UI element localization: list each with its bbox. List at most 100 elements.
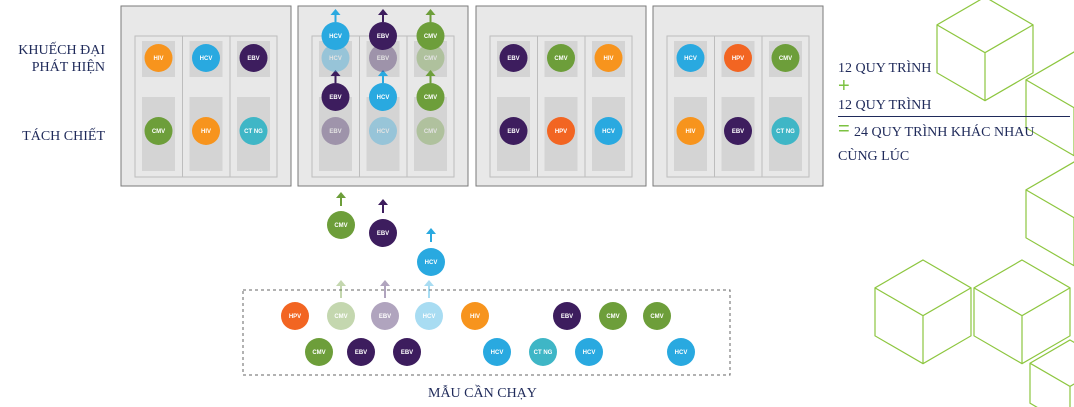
queue-dot: CMV	[643, 302, 671, 330]
cube-outline	[936, 0, 1034, 102]
cube-outline	[1025, 51, 1074, 157]
queue-dot: CMV	[327, 302, 355, 330]
top-slot-dot: HIV	[594, 44, 623, 72]
svg-text:CMV: CMV	[312, 350, 325, 356]
svg-text:HCV: HCV	[377, 129, 390, 135]
up-arrow	[330, 70, 341, 83]
bottom-slot-dot: HIV	[676, 117, 705, 145]
up-arrow	[378, 70, 388, 83]
svg-text:CMV: CMV	[334, 314, 347, 320]
up-arrow	[336, 192, 346, 206]
samples-caption: MẪU CẦN CHẠY	[428, 386, 537, 401]
top-slot-dot: CMV	[547, 44, 575, 72]
moving-dot-mid: EBV	[321, 83, 350, 111]
top-slot-dot: EBV	[369, 44, 397, 72]
top-slot-dot: CMV	[771, 44, 800, 72]
svg-text:HPV: HPV	[289, 314, 301, 320]
svg-text:HCV: HCV	[329, 34, 342, 40]
incoming-dot: EBV	[369, 219, 397, 247]
bottom-slot-dot: CT NG	[239, 117, 268, 145]
sample-queue-box	[242, 289, 731, 376]
svg-text:HCV: HCV	[423, 314, 436, 320]
queue-dot: CMV	[599, 302, 627, 330]
svg-text:CMV: CMV	[424, 56, 437, 62]
queue-dot: EBV	[371, 302, 399, 330]
svg-text:HCV: HCV	[377, 95, 390, 101]
cube-outline	[1025, 161, 1074, 267]
top-slot-dot: EBV	[239, 44, 268, 72]
instrument-3	[475, 5, 647, 187]
plus-sign: +	[838, 75, 850, 97]
up-arrow	[380, 280, 390, 298]
svg-text:EBV: EBV	[247, 56, 259, 62]
svg-text:EBV: EBV	[329, 95, 341, 101]
queue-dot: HCV	[483, 338, 511, 366]
top-slot-dot: HCV	[321, 44, 350, 72]
top-slot-dot: HIV	[144, 44, 173, 72]
bottom-slot-dot: EBV	[321, 117, 350, 145]
svg-text:EBV: EBV	[507, 129, 519, 135]
bottom-slot-dot: HCV	[594, 117, 623, 145]
extract-label: TÁCH CHIẾT	[22, 129, 105, 144]
up-arrow	[425, 9, 436, 22]
up-arrow	[425, 70, 436, 83]
svg-text:HCV: HCV	[675, 350, 688, 356]
bottom-slot-dot: EBV	[499, 117, 528, 145]
svg-text:HIV: HIV	[153, 56, 163, 62]
moving-dot-top: HCV	[321, 22, 350, 50]
moving-dot-mid: CMV	[416, 83, 445, 111]
up-arrow	[336, 280, 346, 298]
svg-text:CMV: CMV	[779, 56, 792, 62]
amplify-label: KHUẾCH ĐẠI PHÁT HIỆN	[18, 43, 105, 75]
moving-dot-mid: HCV	[369, 83, 397, 111]
svg-text:CMV: CMV	[650, 314, 663, 320]
moving-dot-top: EBV	[369, 22, 397, 50]
svg-text:CMV: CMV	[424, 129, 437, 135]
queue-dot: HIV	[461, 302, 489, 330]
up-arrow	[426, 228, 436, 242]
up-arrow	[378, 199, 388, 213]
svg-text:EBV: EBV	[379, 314, 391, 320]
cube-outline	[1029, 339, 1074, 407]
svg-text:HCV: HCV	[583, 350, 596, 356]
top-slot-dot: HPV	[724, 44, 752, 72]
cube-outline	[973, 259, 1071, 365]
svg-text:HIV: HIV	[685, 129, 695, 135]
svg-text:HIV: HIV	[201, 129, 211, 135]
svg-text:CMV: CMV	[334, 223, 347, 229]
svg-text:EBV: EBV	[377, 231, 389, 237]
svg-text:EBV: EBV	[732, 129, 744, 135]
queue-dot: EBV	[347, 338, 375, 366]
summary-rule	[838, 116, 1070, 117]
summary-line-2: 12 QUY TRÌNH	[838, 98, 932, 113]
svg-text:HCV: HCV	[329, 56, 342, 62]
svg-text:CMV: CMV	[554, 56, 567, 62]
incoming-dot: HCV	[417, 248, 445, 276]
svg-text:HCV: HCV	[602, 129, 615, 135]
svg-text:CT NG: CT NG	[244, 129, 263, 135]
svg-text:EBV: EBV	[355, 350, 367, 356]
bottom-slot-dot: CT NG	[771, 117, 800, 145]
svg-text:EBV: EBV	[329, 129, 341, 135]
queue-dot: EBV	[553, 302, 581, 330]
svg-text:CMV: CMV	[424, 95, 437, 101]
bottom-slot-dot: CMV	[416, 117, 445, 145]
bottom-slot-dot: CMV	[144, 117, 173, 145]
svg-text:HCV: HCV	[200, 56, 213, 62]
equals-sign: =	[838, 118, 850, 140]
queue-dot: HCV	[667, 338, 695, 366]
bottom-slot-dot: HIV	[192, 117, 220, 145]
decorative-cubes	[874, 0, 1074, 407]
up-arrow	[424, 280, 434, 298]
svg-text:HIV: HIV	[470, 314, 480, 320]
queue-dot: CT NG	[529, 338, 557, 366]
svg-text:EBV: EBV	[377, 56, 389, 62]
queue-dot: HCV	[415, 302, 443, 330]
queue-dot: HCV	[575, 338, 603, 366]
svg-text:HCV: HCV	[491, 350, 504, 356]
top-slot-dot: HCV	[192, 44, 220, 72]
svg-text:CMV: CMV	[424, 34, 437, 40]
instrument-1	[120, 5, 292, 187]
svg-text:HIV: HIV	[603, 56, 613, 62]
